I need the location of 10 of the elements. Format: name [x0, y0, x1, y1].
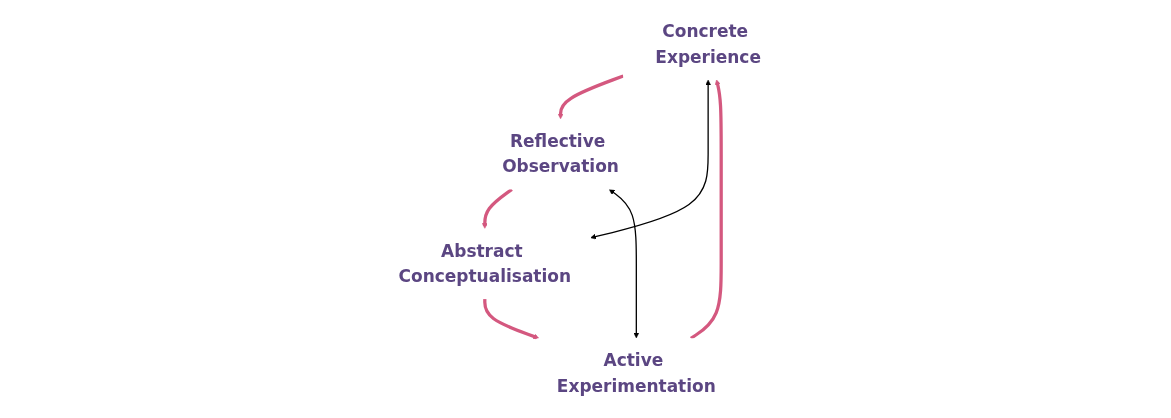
node-text: Active Experimentation	[556, 350, 716, 396]
arrow	[608, 189, 639, 339]
arrow	[689, 79, 723, 340]
arrow	[481, 188, 513, 229]
arrow	[482, 299, 539, 340]
arrow	[557, 74, 624, 120]
arrow	[589, 79, 711, 240]
node-text: Reflective Observation	[501, 131, 619, 177]
node-text: Concrete Experience	[654, 21, 761, 67]
node-text: Abstract Conceptualisation	[398, 240, 571, 287]
